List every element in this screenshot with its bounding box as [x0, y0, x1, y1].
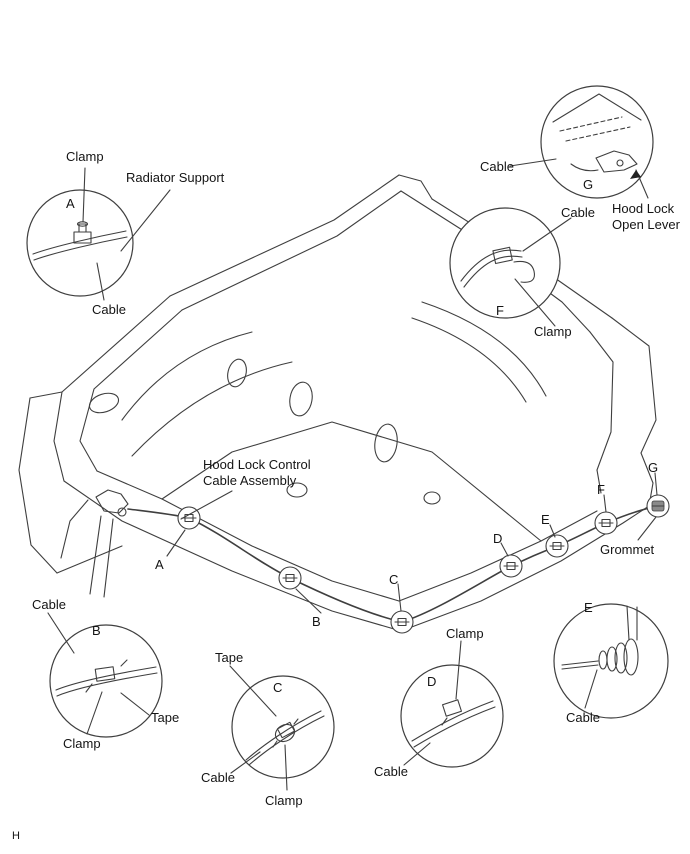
label-cable-b: Cable [32, 597, 66, 612]
marker-letter-c: C [389, 572, 399, 587]
label-tape-b: Tape [151, 710, 180, 725]
label-clamp-f: Clamp [534, 324, 572, 339]
marker-f [594, 511, 618, 535]
callout-letter-d: D [427, 674, 437, 689]
marker-g-grommet [646, 494, 670, 518]
callout-b-detail [49, 624, 163, 738]
callout-letter-c: C [273, 680, 283, 695]
callout-f-detail [449, 207, 561, 319]
label-cable-g: Cable [480, 159, 514, 174]
label-clamp-d: Clamp [446, 626, 484, 641]
callout-letter-e: E [584, 600, 593, 615]
callout-letter-a: A [66, 196, 75, 211]
callout-a-detail [26, 189, 134, 297]
marker-letter-g: G [648, 460, 659, 475]
label-cable-e: Cable [566, 710, 600, 725]
hood-lock-control-cable [127, 505, 659, 623]
marker-c [390, 610, 414, 634]
hood-lock-assembly [60, 489, 129, 598]
label-cable-a: Cable [92, 302, 126, 317]
callout-d-detail [400, 664, 504, 768]
cable-clamp-markers [177, 494, 670, 634]
callout-g-detail [540, 85, 654, 199]
marker-letter-f: F [597, 482, 605, 497]
label-hood-lock-control-cable-assembly: Hood Lock Control Cable Assembly [203, 457, 311, 488]
label-tape-c: Tape [215, 650, 244, 665]
label-cable-d: Cable [374, 764, 408, 779]
marker-b [278, 566, 302, 590]
marker-letter-b: B [312, 614, 321, 629]
callout-c-detail [231, 675, 335, 779]
label-clamp-c: Clamp [265, 793, 303, 808]
label-clamp-b: Clamp [63, 736, 101, 751]
callout-letter-f: F [496, 303, 504, 318]
sheet-mark: H [12, 830, 20, 842]
callout-e-detail [553, 603, 669, 719]
marker-a [177, 506, 201, 530]
label-cable-f: Cable [561, 205, 595, 220]
callout-letter-g: G [583, 177, 594, 192]
label-hood-lock-open-lever: Hood Lock Open Lever [612, 201, 680, 232]
marker-letter-a: A [155, 557, 164, 572]
callout-letter-b: B [92, 623, 101, 638]
label-grommet: Grommet [600, 542, 655, 557]
label-radiator-support: Radiator Support [126, 170, 225, 185]
leader-lines [47, 158, 658, 791]
marker-letter-e: E [541, 512, 550, 527]
label-clamp-a: Clamp [66, 149, 104, 164]
marker-e [545, 534, 569, 558]
label-cable-c: Cable [201, 770, 235, 785]
marker-d [499, 554, 523, 578]
marker-letter-d: D [493, 531, 503, 546]
